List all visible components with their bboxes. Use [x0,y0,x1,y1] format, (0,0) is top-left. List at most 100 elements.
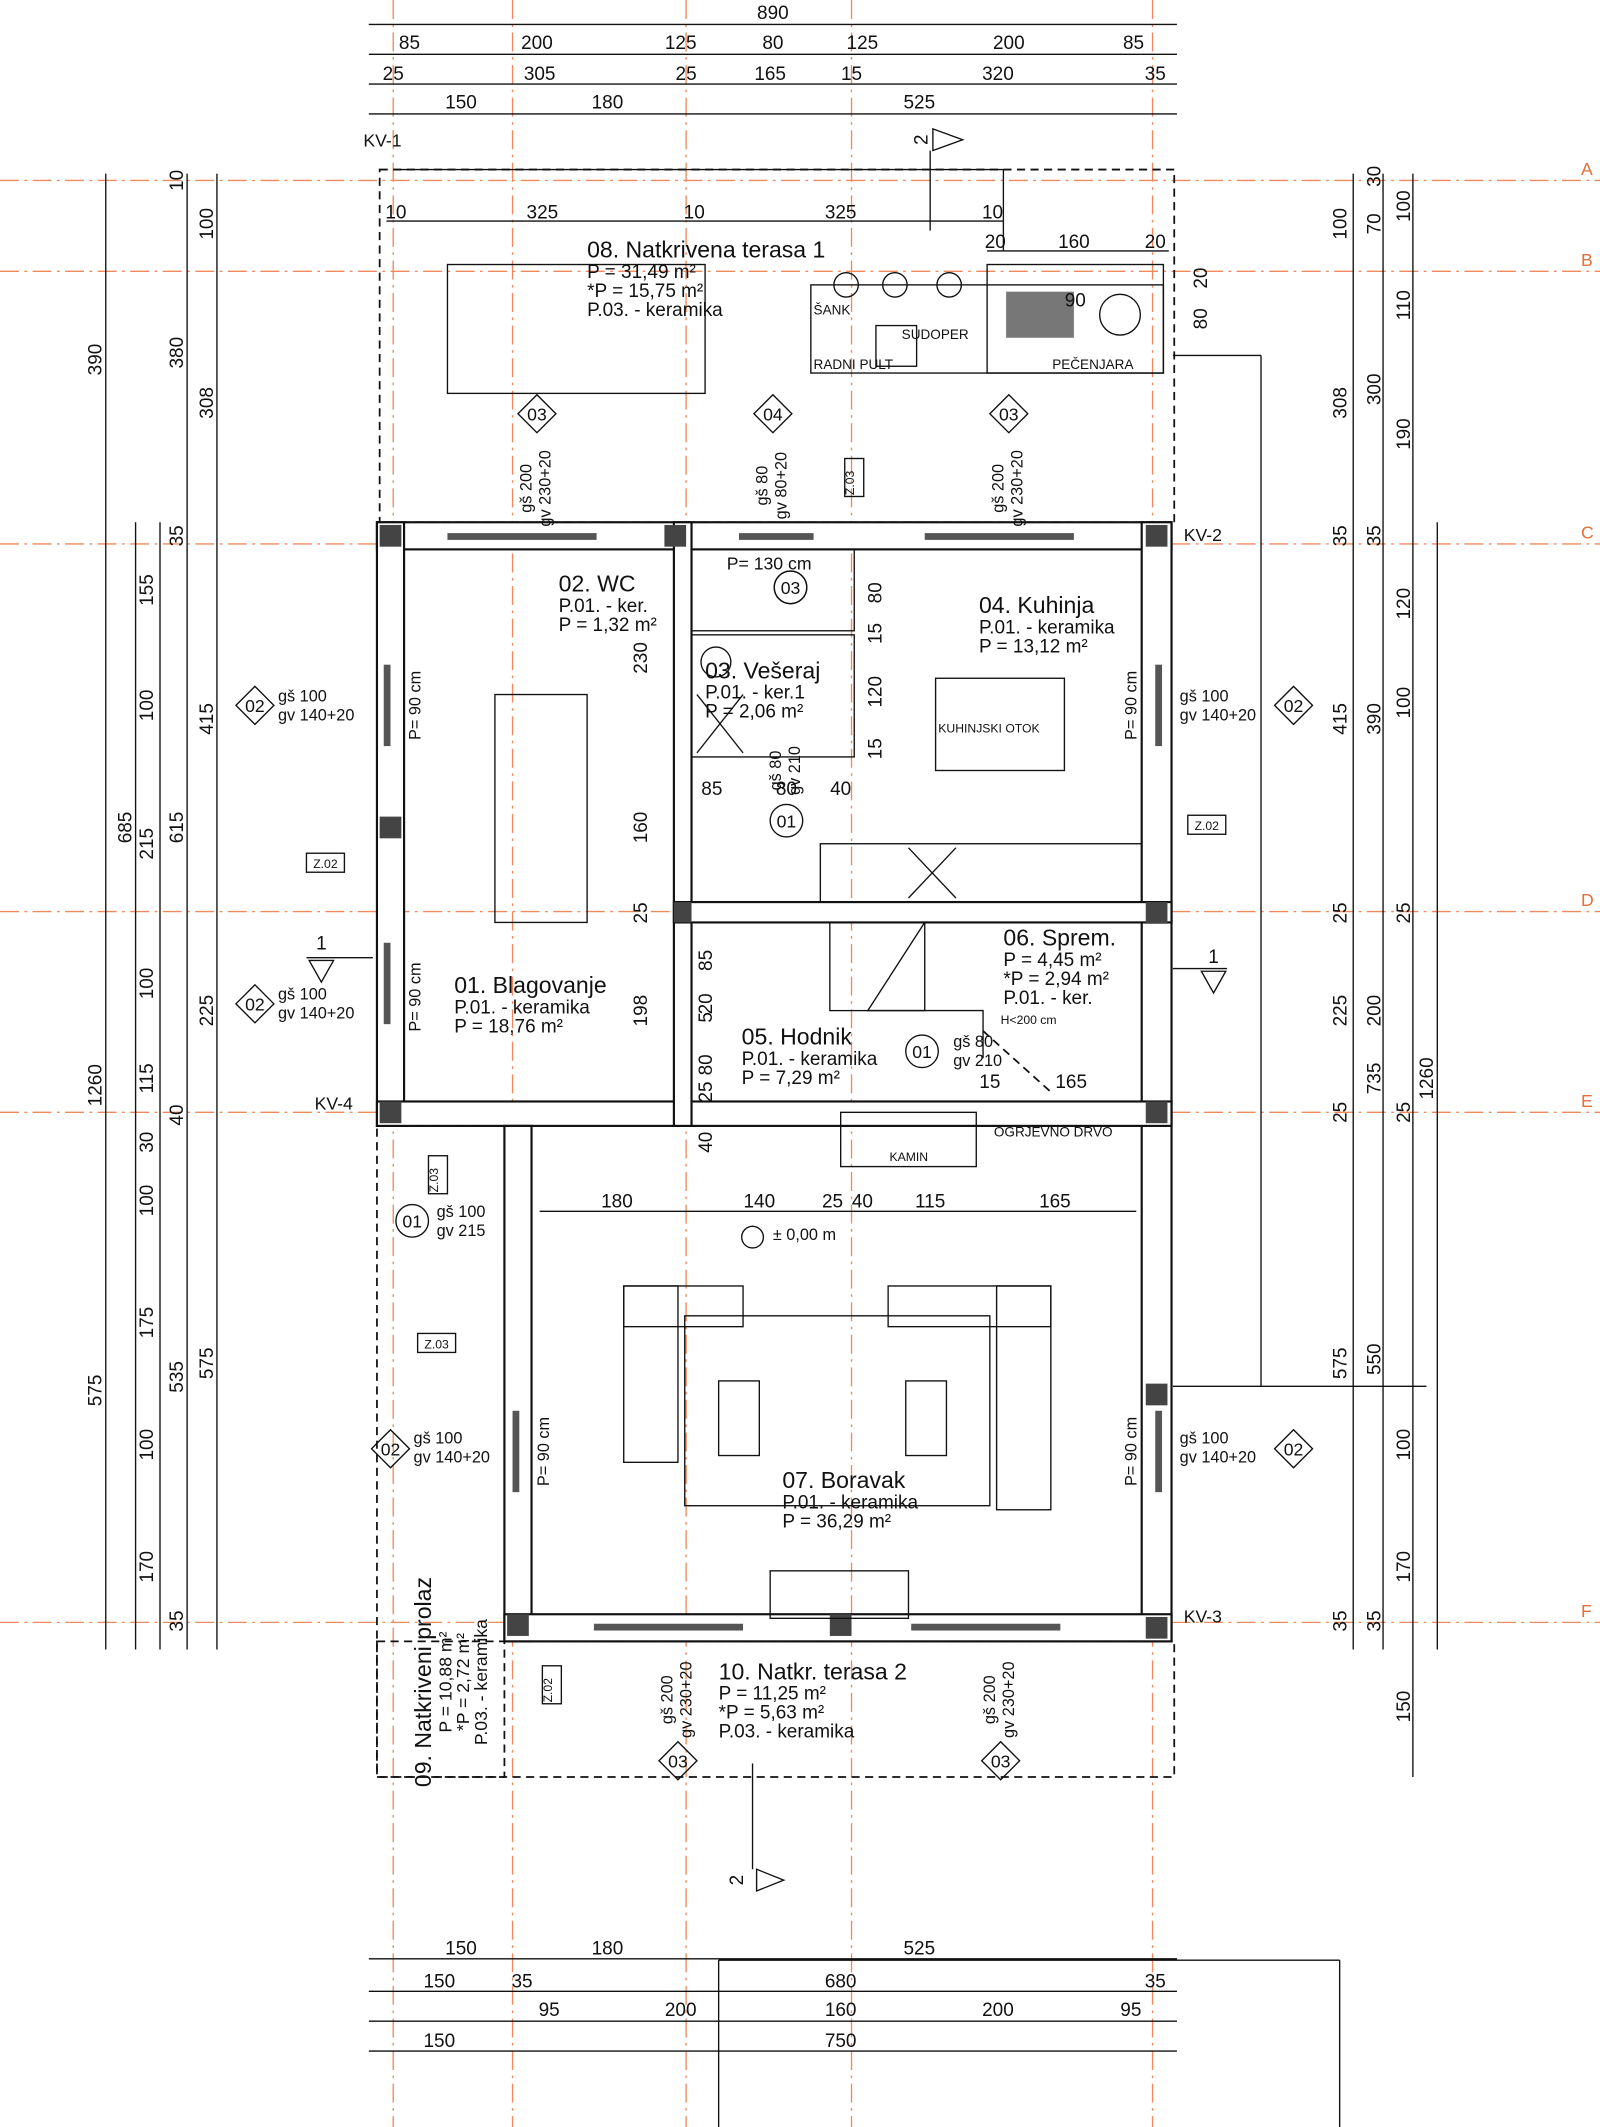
dimension-label: 525 [903,1939,935,1960]
section-label: 1 [1208,947,1219,968]
window-tag [658,1740,698,1781]
window-tag [1273,685,1314,726]
dimension-label: 85 [701,779,722,800]
sill-label: P= 90 cm [1122,671,1140,740]
fixture-label: OGRJEVNO DRVO [994,1125,1113,1140]
room-detail: *P = 15,75 m² [587,281,703,302]
room-detail: P.03. - keramika [471,1619,491,1745]
grid-axis-label: B [1581,250,1593,270]
wall-living-west [503,1124,533,1643]
room-detail: *P = 2,94 m² [1003,969,1109,990]
window-spec: gv 215 [437,1222,486,1240]
dimension-label: 120 [865,676,886,708]
dimension-label: 100 [1394,1429,1415,1461]
detail-tag: Z.02 [1195,819,1220,833]
room-detail: P = 13,12 m² [979,636,1088,657]
window-spec: gš 200 [518,464,536,513]
sill-label: P= 90 cm [406,671,424,740]
wall-interior [672,521,693,1127]
dimension-label: 80 [1191,308,1212,329]
window-spec: gv 210 [786,746,804,795]
dimension-label: 160 [1058,232,1090,253]
dimension-label: 70 [1364,213,1385,234]
dimension-label: 150 [1394,1691,1415,1723]
window-spec: gš 200 [989,464,1007,513]
window-tag-number: 03 [527,405,547,425]
sofa-left [623,1285,744,1328]
dimension-label: 575 [1330,1347,1351,1379]
dimension-label: 575 [197,1347,218,1379]
wall-kitchen [672,900,1173,924]
window-tag [234,685,275,726]
room-detail: P = 31,49 m² [587,262,696,283]
dimension-label: 35 [167,1610,188,1631]
dimension-label: 198 [631,995,652,1027]
dimension-label: 80 [696,1054,717,1075]
sill-label: P= 90 cm [1122,1417,1140,1486]
section-2-bottom-mark [755,1868,786,1892]
room-detail: P.01. - keramika [782,1492,918,1513]
window-spec: gv 140+20 [278,1005,354,1023]
dimension-label: 30 [1364,166,1385,187]
room-detail: P = 4,45 m² [1003,950,1101,971]
dimension-label: 25 [676,64,697,85]
window-tag-number: 01 [402,1212,422,1232]
dimension-label: 15 [841,64,862,85]
room-detail: P = 1,32 m² [559,615,657,636]
section-1-left-mark [307,959,335,984]
window-tag [752,393,793,434]
window-tag-number: 02 [245,995,265,1015]
axis-tag-kv: KV-2 [1184,525,1222,545]
grid-axis-label: A [1581,159,1593,179]
axis-tag-kv: KV-4 [315,1094,353,1114]
dimension-label: 615 [167,812,188,844]
dimension-label: 165 [1055,1072,1087,1093]
room-detail: P.01. - keramika [979,617,1115,638]
grid-axis-label: E [1581,1091,1593,1111]
dimension-label: 40 [696,1132,717,1153]
window-spec: gš 200 [981,1675,999,1724]
grid-axis-label: D [1581,890,1594,910]
dimension-label: 80 [762,33,783,54]
door-tag [905,1034,939,1069]
dimension-label: 25 [696,1081,717,1102]
dimension-label: 35 [1330,525,1351,546]
dimension-label: 200 [665,2000,697,2021]
axis-tag-kv: KV-1 [363,130,401,150]
dimension-label: 85 [1123,33,1144,54]
detail-tag-box [427,1155,449,1195]
detail-tag: Z.03 [427,1168,441,1193]
grid-axis-label: C [1581,523,1594,543]
window-tag [517,393,557,434]
dimension-label: 180 [592,93,624,114]
window-spec: gš 100 [1180,687,1229,705]
room-detail: P.03. - keramika [719,1722,855,1743]
fixture-label: H<200 cm [1001,1013,1057,1027]
dimension-label: 35 [1145,1971,1166,1992]
dimension-label: 200 [521,33,553,54]
dimension-label: 10 [684,202,705,223]
window-tag [370,1428,411,1469]
window-tag [988,393,1029,434]
room-detail: P = 7,29 m² [742,1068,840,1089]
sill-label: P= 90 cm [406,962,424,1031]
door-tag [395,1203,430,1238]
window-tag-number: 03 [781,578,801,598]
dimension-label: 40 [830,779,851,800]
dimension-label: 100 [1330,208,1351,240]
section-2-top-mark [932,127,965,152]
dimension-label: 110 [1394,290,1415,320]
dimension-label: 325 [527,202,559,223]
dimension-label: 125 [847,33,879,54]
room-name: 01. Blagovanje [454,972,606,998]
dimension-label: 308 [197,387,218,419]
window-spec: gš 200 [659,1675,677,1724]
window-spec: gv 80+20 [772,452,790,519]
dimension-label: 15 [865,623,886,644]
dimension-label: 390 [1364,703,1385,735]
window-spec: gv 140+20 [1180,706,1256,724]
fixture-label: P= 130 cm [727,554,812,574]
window-tag-number: 02 [245,696,265,716]
dimension-label: 525 [903,93,935,114]
